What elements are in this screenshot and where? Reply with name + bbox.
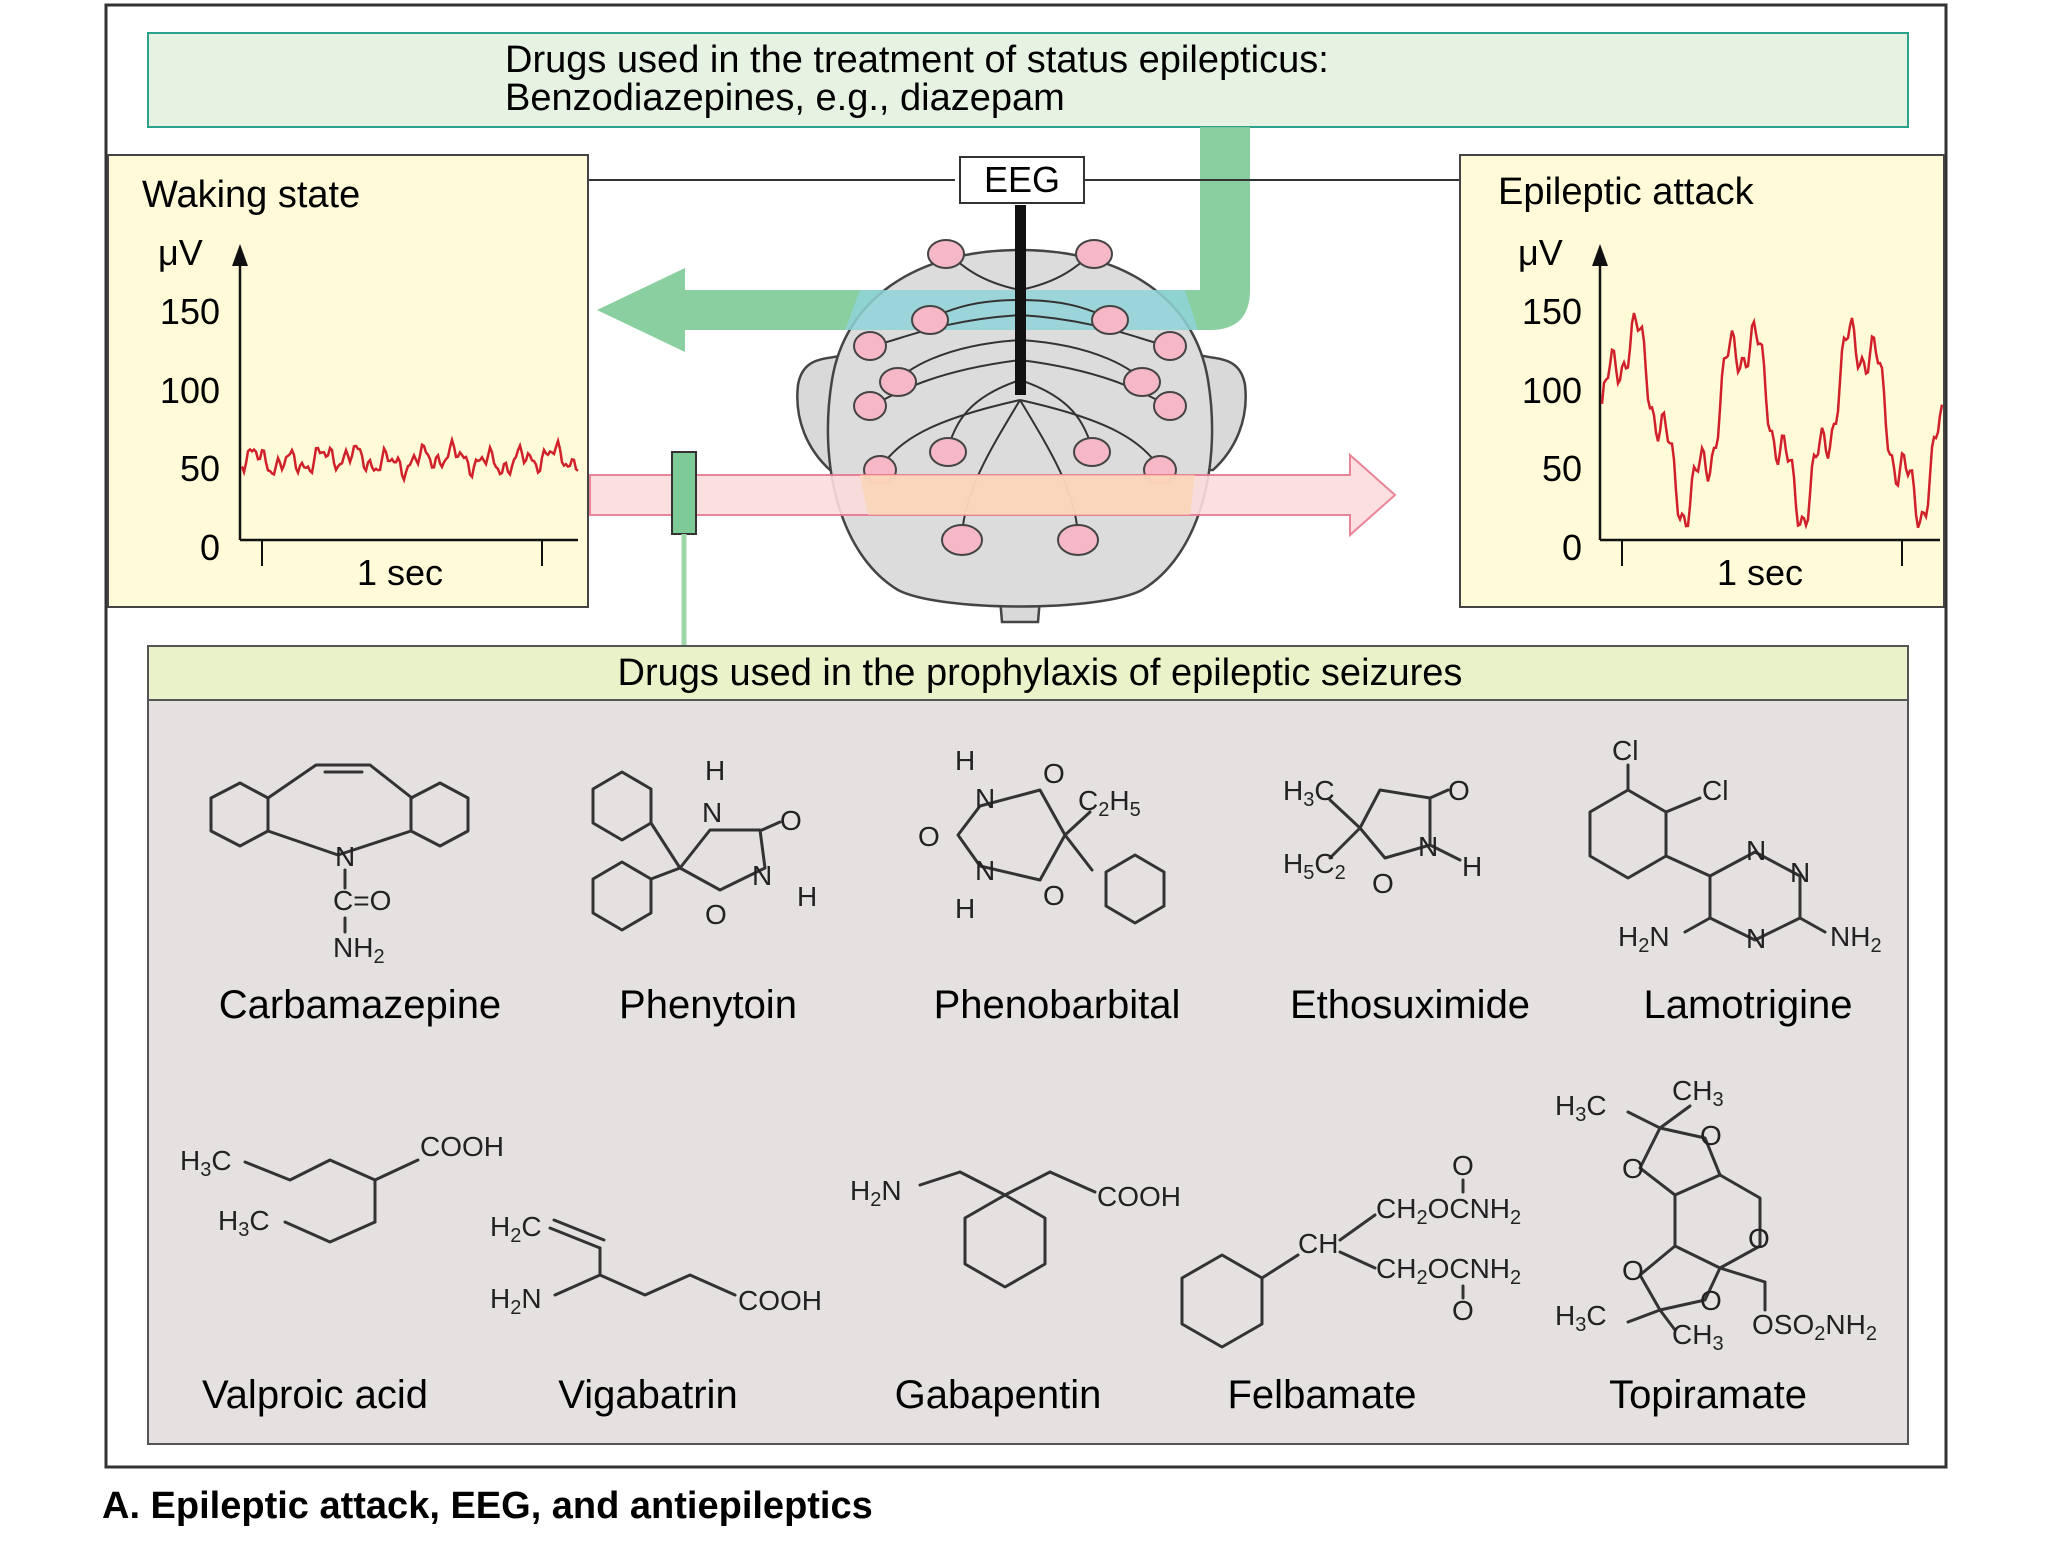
drug-name-phenobarbital: Phenobarbital (934, 983, 1181, 1027)
atom: COOH (1097, 1181, 1181, 1212)
prophylaxis-header-bar (147, 645, 1909, 701)
atom: CH2OCNH2 (1376, 1193, 1521, 1229)
atom: O (1452, 1295, 1474, 1326)
attack-axes (1592, 244, 1940, 566)
atom: N (1746, 923, 1766, 954)
atom: N (975, 783, 995, 814)
atom: C=O (333, 885, 391, 916)
drug-name-lamotrigine: Lamotrigine (1643, 983, 1852, 1027)
atom: H (705, 755, 725, 786)
prophylaxis-box (147, 645, 1909, 1445)
atom: O (1452, 1150, 1474, 1181)
atom: COOH (420, 1131, 504, 1162)
eeg-label: EEG (984, 159, 1060, 200)
status-box-line2: Benzodiazepines, e.g., diazepam (505, 77, 1065, 119)
prophylaxis-marker (671, 451, 697, 535)
atom: Cl (1612, 735, 1638, 766)
atom: H (1462, 851, 1482, 882)
waking-axes (232, 244, 578, 566)
lamotrigine-structure (1588, 763, 1827, 942)
attack-tick-0: 0 (1562, 527, 1582, 568)
atom: N (1746, 835, 1766, 866)
atom: N (1418, 831, 1438, 862)
atom: N (1790, 857, 1810, 888)
atom: N (752, 860, 772, 891)
atom: N (702, 797, 722, 828)
atom: O (918, 821, 940, 852)
atom: O (1748, 1223, 1770, 1254)
valproic-acid-structure (243, 1158, 420, 1244)
atom: O (780, 805, 802, 836)
drug-name-felbamate: Felbamate (1228, 1373, 1417, 1417)
drug-name-gabapentin: Gabapentin (895, 1373, 1102, 1417)
atom: N (335, 841, 355, 872)
atom: CH2OCNH2 (1376, 1253, 1521, 1289)
waking-tick-50: 50 (180, 448, 220, 489)
carbamazepine-structure (209, 763, 470, 934)
prophylaxis-header: Drugs used in the prophylaxis of epilept… (618, 652, 1463, 694)
topiramate-structure (1626, 1104, 1767, 1332)
atom: H3C (1555, 1090, 1607, 1126)
attack-tick-50: 50 (1542, 448, 1582, 489)
ethosuximide-structure (1328, 788, 1462, 862)
atom: CH (1298, 1228, 1338, 1259)
waking-eeg-trace (240, 435, 579, 484)
figure-caption: A. Epileptic attack, EEG, and antiepilep… (102, 1485, 873, 1527)
waking-x-label: 1 sec (357, 552, 443, 593)
phenobarbital-structure (956, 788, 1166, 925)
atom: Cl (1702, 775, 1728, 806)
drug-name-ethosuximide: Ethosuximide (1290, 983, 1530, 1027)
waking-title: Waking state (142, 174, 360, 216)
status-box-line1: Drugs used in the treatment of status ep… (505, 39, 1329, 81)
waking-tick-0: 0 (200, 527, 220, 568)
atom: H (955, 893, 975, 924)
status-epilepticus-box (147, 32, 1909, 128)
attack-title: Epileptic attack (1498, 171, 1755, 213)
atom: O (1622, 1153, 1644, 1184)
atom: O (705, 899, 727, 930)
atom: H (797, 881, 817, 912)
attack-eeg-trace (1600, 312, 1944, 530)
drug-name-vigabatrin: Vigabatrin (558, 1373, 737, 1417)
waking-tick-150: 150 (160, 291, 220, 332)
atom: O (1043, 758, 1065, 789)
waking-y-unit: μV (158, 232, 203, 273)
atom: H (955, 745, 975, 776)
felbamate-structure (1180, 1178, 1465, 1349)
vigabatrin-structure (548, 1218, 737, 1297)
drug-name-valproic-acid: Valproic acid (202, 1373, 428, 1417)
atom: O (1622, 1255, 1644, 1286)
gabapentin-structure (918, 1170, 1097, 1289)
head-icon (796, 205, 1247, 624)
arrow-right-icon (589, 452, 1397, 538)
atom: COOH (738, 1285, 822, 1316)
atom: O (1448, 775, 1470, 806)
atom: N (975, 855, 995, 886)
atom: O (1700, 1120, 1722, 1151)
attack-tick-150: 150 (1522, 291, 1582, 332)
drug-name-topiramate: Topiramate (1609, 1373, 1807, 1417)
drug-name-carbamazepine: Carbamazepine (219, 983, 501, 1027)
atom: OSO2NH2 (1752, 1309, 1877, 1345)
attack-tick-100: 100 (1522, 370, 1582, 411)
atom: O (1043, 880, 1065, 911)
epileptic-attack-panel (1459, 154, 1945, 608)
atom: O (1372, 868, 1394, 899)
drug-name-phenytoin: Phenytoin (619, 983, 797, 1027)
phenytoin-structure (591, 770, 782, 932)
attack-y-unit: μV (1518, 232, 1563, 273)
eeg-label-box (959, 156, 1085, 204)
waking-state-panel (107, 154, 589, 608)
atom: H2N (1618, 921, 1670, 957)
attack-x-label: 1 sec (1717, 552, 1803, 593)
waking-tick-100: 100 (160, 370, 220, 411)
atom: O (1700, 1285, 1722, 1316)
